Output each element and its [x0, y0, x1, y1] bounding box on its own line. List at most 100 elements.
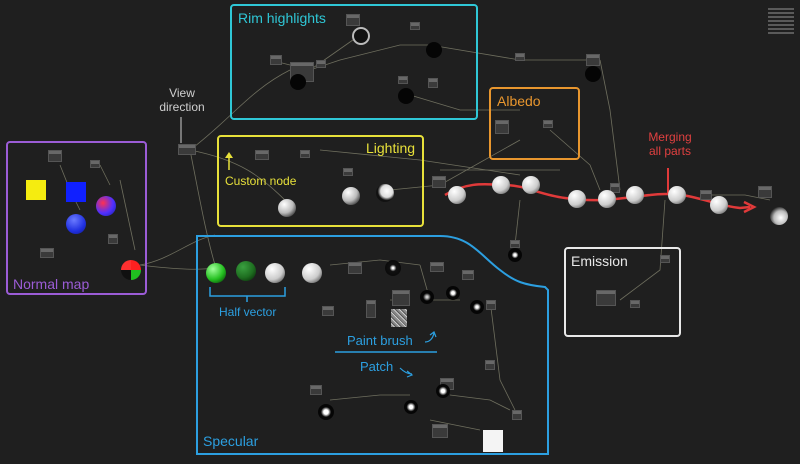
group-label-normal-map: Normal map — [13, 276, 90, 292]
merge-sphere — [626, 186, 644, 204]
shader-node[interactable] — [485, 360, 495, 370]
merge-sphere — [492, 176, 510, 194]
shader-node[interactable] — [432, 424, 448, 438]
group-normal-map[interactable] — [6, 141, 147, 295]
preview-sphere-white — [302, 263, 322, 283]
note-merging-line2: all parts — [648, 144, 692, 158]
preview-sphere-dark-green — [236, 261, 256, 281]
shader-node[interactable] — [432, 176, 446, 188]
shader-node[interactable] — [316, 60, 326, 68]
shader-node[interactable] — [462, 270, 474, 280]
preview-blue-square — [66, 182, 86, 202]
group-lighting[interactable] — [217, 135, 424, 227]
group-label-specular: Specular — [203, 433, 259, 449]
merging-arrowhead — [743, 200, 757, 214]
merge-sphere — [522, 176, 540, 194]
shader-node[interactable] — [515, 53, 525, 61]
panel-row — [768, 24, 794, 26]
specular-dot-sphere — [420, 290, 434, 304]
shader-node[interactable] — [398, 76, 408, 84]
preview-sphere-normal-rgb — [121, 260, 141, 280]
shader-node[interactable] — [430, 262, 444, 272]
group-label-rim-highlights: Rim highlights — [238, 10, 326, 26]
note-view-direction-line2: direction — [159, 100, 205, 114]
shader-node[interactable] — [108, 234, 118, 244]
group-rim-highlights[interactable] — [230, 4, 478, 120]
shader-node[interactable] — [40, 248, 54, 258]
shader-node[interactable] — [510, 240, 520, 248]
shader-node[interactable] — [346, 14, 360, 26]
preview-sphere-dark — [585, 66, 601, 82]
group-albedo[interactable] — [489, 87, 580, 160]
preview-sphere-white — [265, 263, 285, 283]
shader-node[interactable] — [300, 150, 310, 158]
paint-brush-arrow — [424, 331, 437, 343]
note-paint-brush: Paint brush — [347, 333, 413, 348]
white-texture-swatch — [483, 430, 503, 452]
panel-row — [768, 20, 794, 22]
preview-sphere-lighting — [278, 199, 296, 217]
preview-sphere-lighting — [342, 187, 360, 205]
merge-sphere — [448, 186, 466, 204]
shader-node[interactable] — [512, 410, 522, 420]
shader-node[interactable] — [586, 54, 600, 66]
shader-node[interactable] — [343, 168, 353, 176]
shader-node[interactable] — [392, 290, 410, 306]
node-view-direction[interactable] — [178, 144, 196, 155]
preview-sphere-lighting — [376, 184, 394, 202]
specular-dot-sphere — [318, 404, 334, 420]
shader-node[interactable] — [630, 300, 640, 308]
shader-node[interactable] — [596, 290, 616, 306]
note-view-direction-line1: View — [169, 86, 195, 100]
panel-row — [768, 28, 794, 30]
properties-panel[interactable] — [768, 8, 794, 48]
shader-node[interactable] — [90, 160, 100, 168]
specular-dot-sphere — [446, 286, 460, 300]
group-label-albedo: Albedo — [497, 93, 541, 109]
specular-dot-sphere — [436, 384, 450, 398]
shader-node[interactable] — [255, 150, 269, 160]
preview-sphere-dark — [290, 74, 306, 90]
panel-row — [768, 8, 794, 10]
merge-sphere — [668, 186, 686, 204]
group-label-lighting: Lighting — [366, 140, 416, 156]
shader-node[interactable] — [322, 306, 334, 316]
preview-sphere-dark — [426, 42, 442, 58]
shader-node[interactable] — [610, 183, 620, 193]
note-view-direction: View direction — [152, 86, 212, 114]
note-merging-line1: Merging — [648, 130, 692, 144]
shader-node[interactable] — [486, 300, 496, 310]
half-vector-bracket — [209, 287, 286, 302]
shader-node[interactable] — [366, 300, 376, 318]
shader-node[interactable] — [48, 150, 62, 162]
patch-arrow — [399, 367, 414, 378]
group-label-emission: Emission — [571, 253, 628, 269]
shader-node[interactable] — [543, 120, 553, 128]
panel-row — [768, 12, 794, 14]
custom-node-arrowhead — [225, 152, 233, 158]
preview-sphere-green — [206, 263, 226, 283]
shader-node[interactable] — [310, 385, 322, 395]
shader-node[interactable] — [348, 262, 362, 274]
merge-sphere — [598, 190, 616, 208]
preview-sphere-dark-ring — [352, 27, 370, 45]
shader-node[interactable] — [495, 120, 509, 134]
group-emission[interactable] — [564, 247, 681, 337]
shader-node[interactable] — [270, 55, 282, 65]
merge-sphere — [710, 196, 728, 214]
specular-dot-sphere — [385, 260, 401, 276]
shader-node[interactable] — [700, 190, 712, 200]
shader-node[interactable] — [428, 78, 438, 88]
shader-node[interactable] — [410, 22, 420, 30]
noise-texture-swatch — [391, 309, 407, 327]
note-merging: Merging all parts — [642, 130, 698, 158]
specular-dot-sphere — [470, 300, 484, 314]
shader-node[interactable] — [660, 255, 670, 263]
preview-sphere-normal-red-blue — [96, 196, 116, 216]
panel-row — [768, 32, 794, 34]
panel-row — [768, 16, 794, 18]
preview-yellow-square — [26, 180, 46, 200]
note-half-vector: Half vector — [219, 305, 277, 319]
shader-node[interactable] — [758, 186, 772, 198]
